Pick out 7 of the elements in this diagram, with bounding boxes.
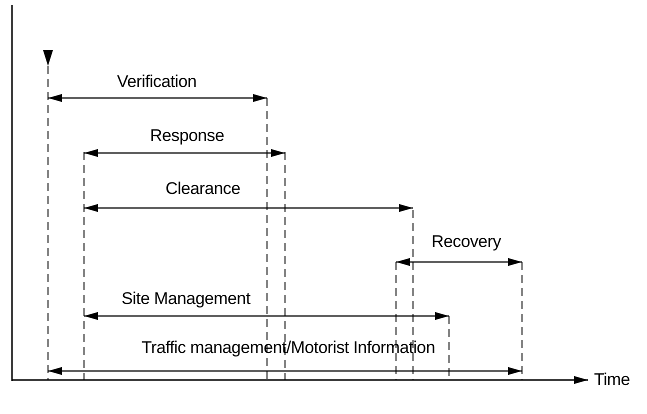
phase-label: Recovery bbox=[432, 232, 501, 252]
phase-label: Site Management bbox=[122, 289, 250, 309]
phase-label: Clearance bbox=[166, 179, 240, 199]
phase-label: Traffic management/Motorist Information bbox=[142, 338, 435, 358]
axis-label: Time bbox=[594, 370, 630, 390]
phase-label: Response bbox=[150, 126, 224, 146]
phase-label: Verification bbox=[117, 72, 197, 92]
